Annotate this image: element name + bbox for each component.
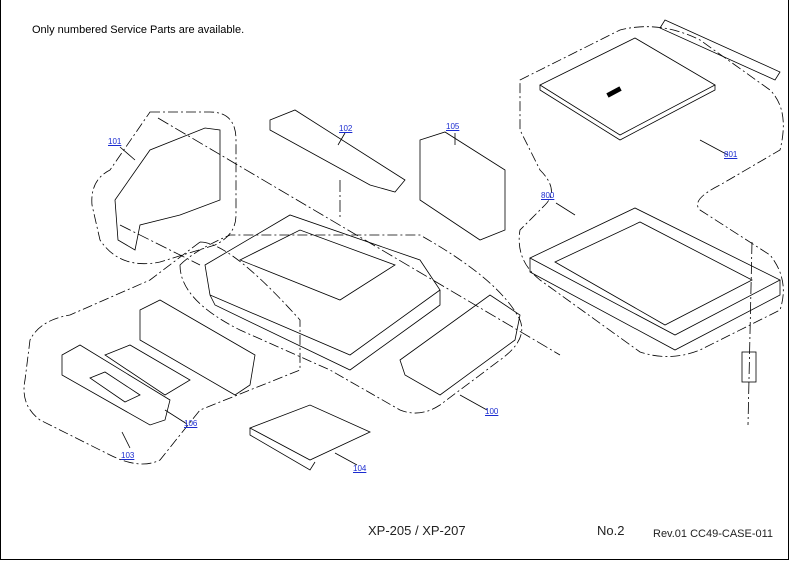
epson-logo [606,86,622,98]
part-front-frame [139,299,256,396]
part-link-800[interactable]: 800 [541,191,555,200]
part-106-board [104,344,191,396]
service-parts-note: Only numbered Service Parts are availabl… [32,24,245,36]
part-801-scanner-cover [539,19,781,141]
part-101 [114,127,221,251]
group-outline-101 [91,111,237,265]
model-name: XP-205 / XP-207 [368,523,466,538]
part-link-102[interactable]: 102 [339,124,353,133]
part-100-housing [204,214,521,396]
part-link-104[interactable]: 104 [353,464,367,473]
revision-code: Rev.01 CC49-CASE-011 [653,528,774,540]
group-outline-front [23,241,301,465]
part-link-100[interactable]: 100 [485,407,499,416]
part-104-tray [249,404,371,471]
group-outlines [23,26,784,465]
leader-lines [119,117,753,426]
group-outline-100 [179,234,523,414]
part-link-106[interactable]: 106 [184,419,198,428]
label-leaders [119,132,729,466]
part-link-801[interactable]: 801 [724,150,738,159]
part-800-scanner-unit [529,207,781,383]
part-102 [269,109,406,193]
part-link-105[interactable]: 105 [446,122,460,131]
part-103-panel [61,344,171,426]
part-link-103[interactable]: 103 [121,451,135,460]
part-link-101[interactable]: 101 [108,137,122,146]
group-outline-800-801 [518,26,784,357]
part-105 [419,131,506,241]
page-number: No.2 [597,523,625,538]
